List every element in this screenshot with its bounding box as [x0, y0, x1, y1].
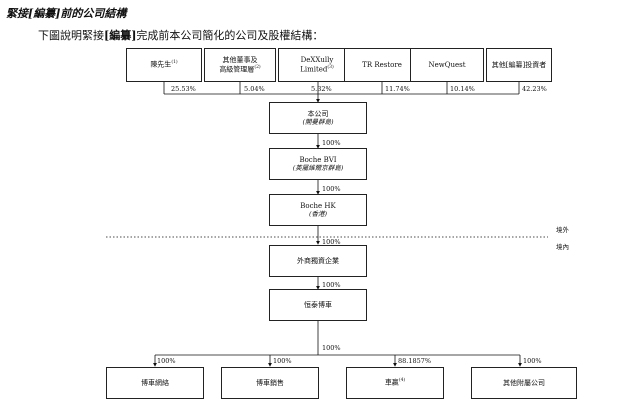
shareholder-mr-chen: 陳先生(1): [126, 48, 202, 82]
pct-other-investors: 42.23%: [522, 85, 547, 93]
pct-dexxully: 5.32%: [311, 85, 332, 93]
shareholder-newquest: NewQuest: [410, 48, 484, 82]
shareholder-directors-management: 其他董事及 高級管理層(2): [204, 48, 276, 82]
pct-directors: 5.04%: [244, 85, 265, 93]
company-box: 本公司 (開曼群島): [269, 102, 367, 134]
hengtai-box: 恒泰博車: [269, 289, 367, 321]
pct-bvi: 100%: [322, 139, 341, 147]
pct-wfoe: 100%: [322, 238, 341, 246]
pct-tr-restore: 11.74%: [385, 85, 410, 93]
label-onshore: 境內: [556, 243, 569, 251]
subsidiary-network-box: 博車網絡: [106, 367, 204, 399]
pct-newquest: 10.14%: [450, 85, 475, 93]
pct-subsidiary-network: 100%: [157, 357, 176, 365]
subsidiary-sales-box: 博車銷售: [221, 367, 319, 399]
subsidiary-cheying-box: 車贏(4): [346, 367, 444, 399]
shareholder-tr-restore: TR Restore: [344, 48, 420, 82]
pct-hengtai-subsidiaries: 100%: [322, 344, 341, 352]
shareholder-dexxully: DeXXully Limited(3): [278, 48, 356, 82]
label-offshore: 境外: [556, 226, 569, 234]
pct-subsidiary-others: 100%: [523, 357, 542, 365]
subsidiary-others-box: 其他附屬公司: [471, 367, 577, 399]
boche-hk-box: Boche HK (香港): [269, 194, 367, 226]
shareholder-other-investors: 其他[編纂]投資者: [486, 48, 552, 82]
pct-mr-chen: 25.53%: [171, 85, 196, 93]
pct-subsidiary-sales: 100%: [273, 357, 292, 365]
boche-bvi-box: Boche BVI (英屬維爾京群島): [269, 148, 367, 180]
pct-hengtai: 100%: [322, 281, 341, 289]
wfoe-box: 外商獨資企業: [269, 245, 367, 277]
section-heading: 緊接[編纂]前的公司結構: [6, 7, 127, 20]
intro-text: 下圖說明緊接[編纂]完成前本公司簡化的公司及股權結構：: [38, 29, 324, 42]
pct-subsidiary-cheying: 88.1857%: [398, 357, 432, 365]
pct-hk: 100%: [322, 185, 341, 193]
